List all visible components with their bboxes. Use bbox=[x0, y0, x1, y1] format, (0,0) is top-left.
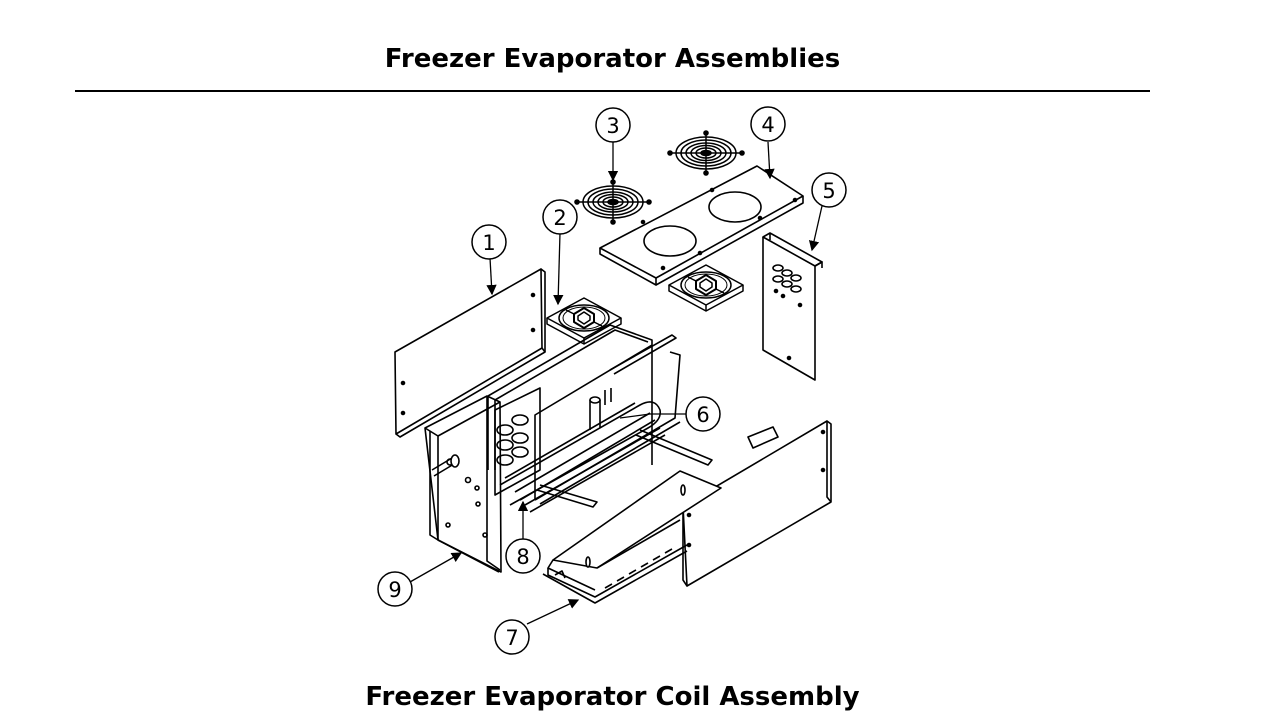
page-title: Freezer Evaporator Assemblies bbox=[384, 44, 841, 74]
front-panel bbox=[682, 420, 832, 587]
svg-text:2: 2 bbox=[553, 206, 566, 230]
svg-text:8: 8 bbox=[516, 545, 529, 569]
evaporator-coil bbox=[487, 324, 713, 513]
svg-text:5: 5 bbox=[822, 179, 835, 203]
callout-5: 5 bbox=[811, 172, 847, 208]
svg-text:4: 4 bbox=[761, 113, 774, 137]
leader-lines bbox=[409, 141, 823, 625]
callout-2: 2 bbox=[542, 199, 578, 235]
callout-8: 8 bbox=[505, 538, 541, 574]
callout-9: 9 bbox=[377, 571, 413, 607]
svg-text:1: 1 bbox=[482, 231, 495, 255]
back-panel bbox=[762, 232, 823, 381]
fan-grille-left bbox=[574, 179, 652, 225]
callout-3: 3 bbox=[595, 107, 631, 143]
fan-grille-right bbox=[667, 130, 745, 176]
callout-7: 7 bbox=[494, 619, 530, 655]
fan-shroud-plate bbox=[599, 165, 804, 286]
title-divider bbox=[75, 90, 1150, 92]
svg-text:7: 7 bbox=[505, 626, 518, 650]
side-panel bbox=[394, 268, 546, 438]
fan-motor-left bbox=[546, 297, 622, 345]
svg-text:6: 6 bbox=[696, 403, 709, 427]
callout-4: 4 bbox=[750, 106, 786, 142]
end-plate-housing bbox=[424, 395, 502, 573]
svg-text:3: 3 bbox=[606, 114, 619, 138]
callout-6: 6 bbox=[685, 396, 721, 432]
drain-pan bbox=[542, 470, 722, 604]
figure-caption: Freezer Evaporator Coil Assembly bbox=[365, 682, 860, 712]
svg-text:9: 9 bbox=[388, 578, 401, 602]
callout-1: 1 bbox=[471, 224, 507, 260]
